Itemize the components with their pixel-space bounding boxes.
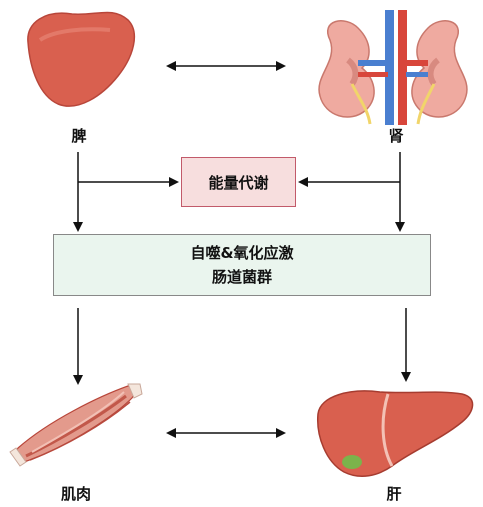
label-kidney: 肾 — [388, 127, 404, 145]
label-liver: 肝 — [386, 485, 402, 503]
muscle-icon — [9, 383, 143, 467]
label-spleen: 脾 — [71, 127, 87, 145]
arrows — [73, 61, 411, 438]
mechanism-line-1: 自噬&氧化应激 — [190, 244, 294, 262]
liver-icon — [317, 390, 474, 478]
spleen-icon — [27, 11, 136, 107]
energy-metabolism-box: 能量代谢 — [181, 157, 296, 207]
mechanism-box: 自噬&氧化应激 肠道菌群 — [53, 234, 431, 296]
mechanism-line-2: 肠道菌群 — [211, 268, 272, 286]
energy-metabolism-label: 能量代谢 — [208, 173, 269, 192]
label-muscle: 肌肉 — [60, 485, 91, 503]
kidney-icon — [318, 10, 468, 125]
